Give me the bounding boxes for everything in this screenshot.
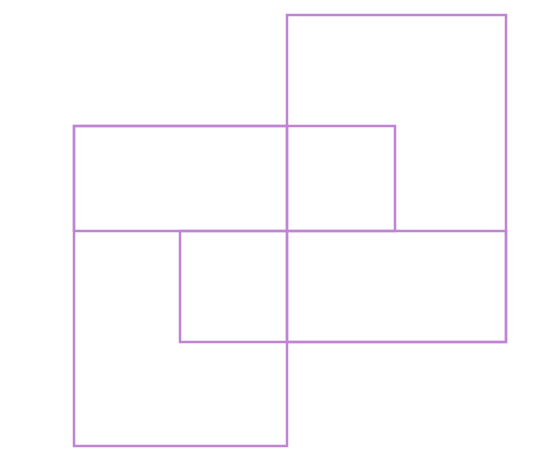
lower-inner-rectangle — [178, 229, 508, 344]
right-square — [285, 13, 508, 344]
upper-inner-rectangle — [72, 124, 397, 233]
